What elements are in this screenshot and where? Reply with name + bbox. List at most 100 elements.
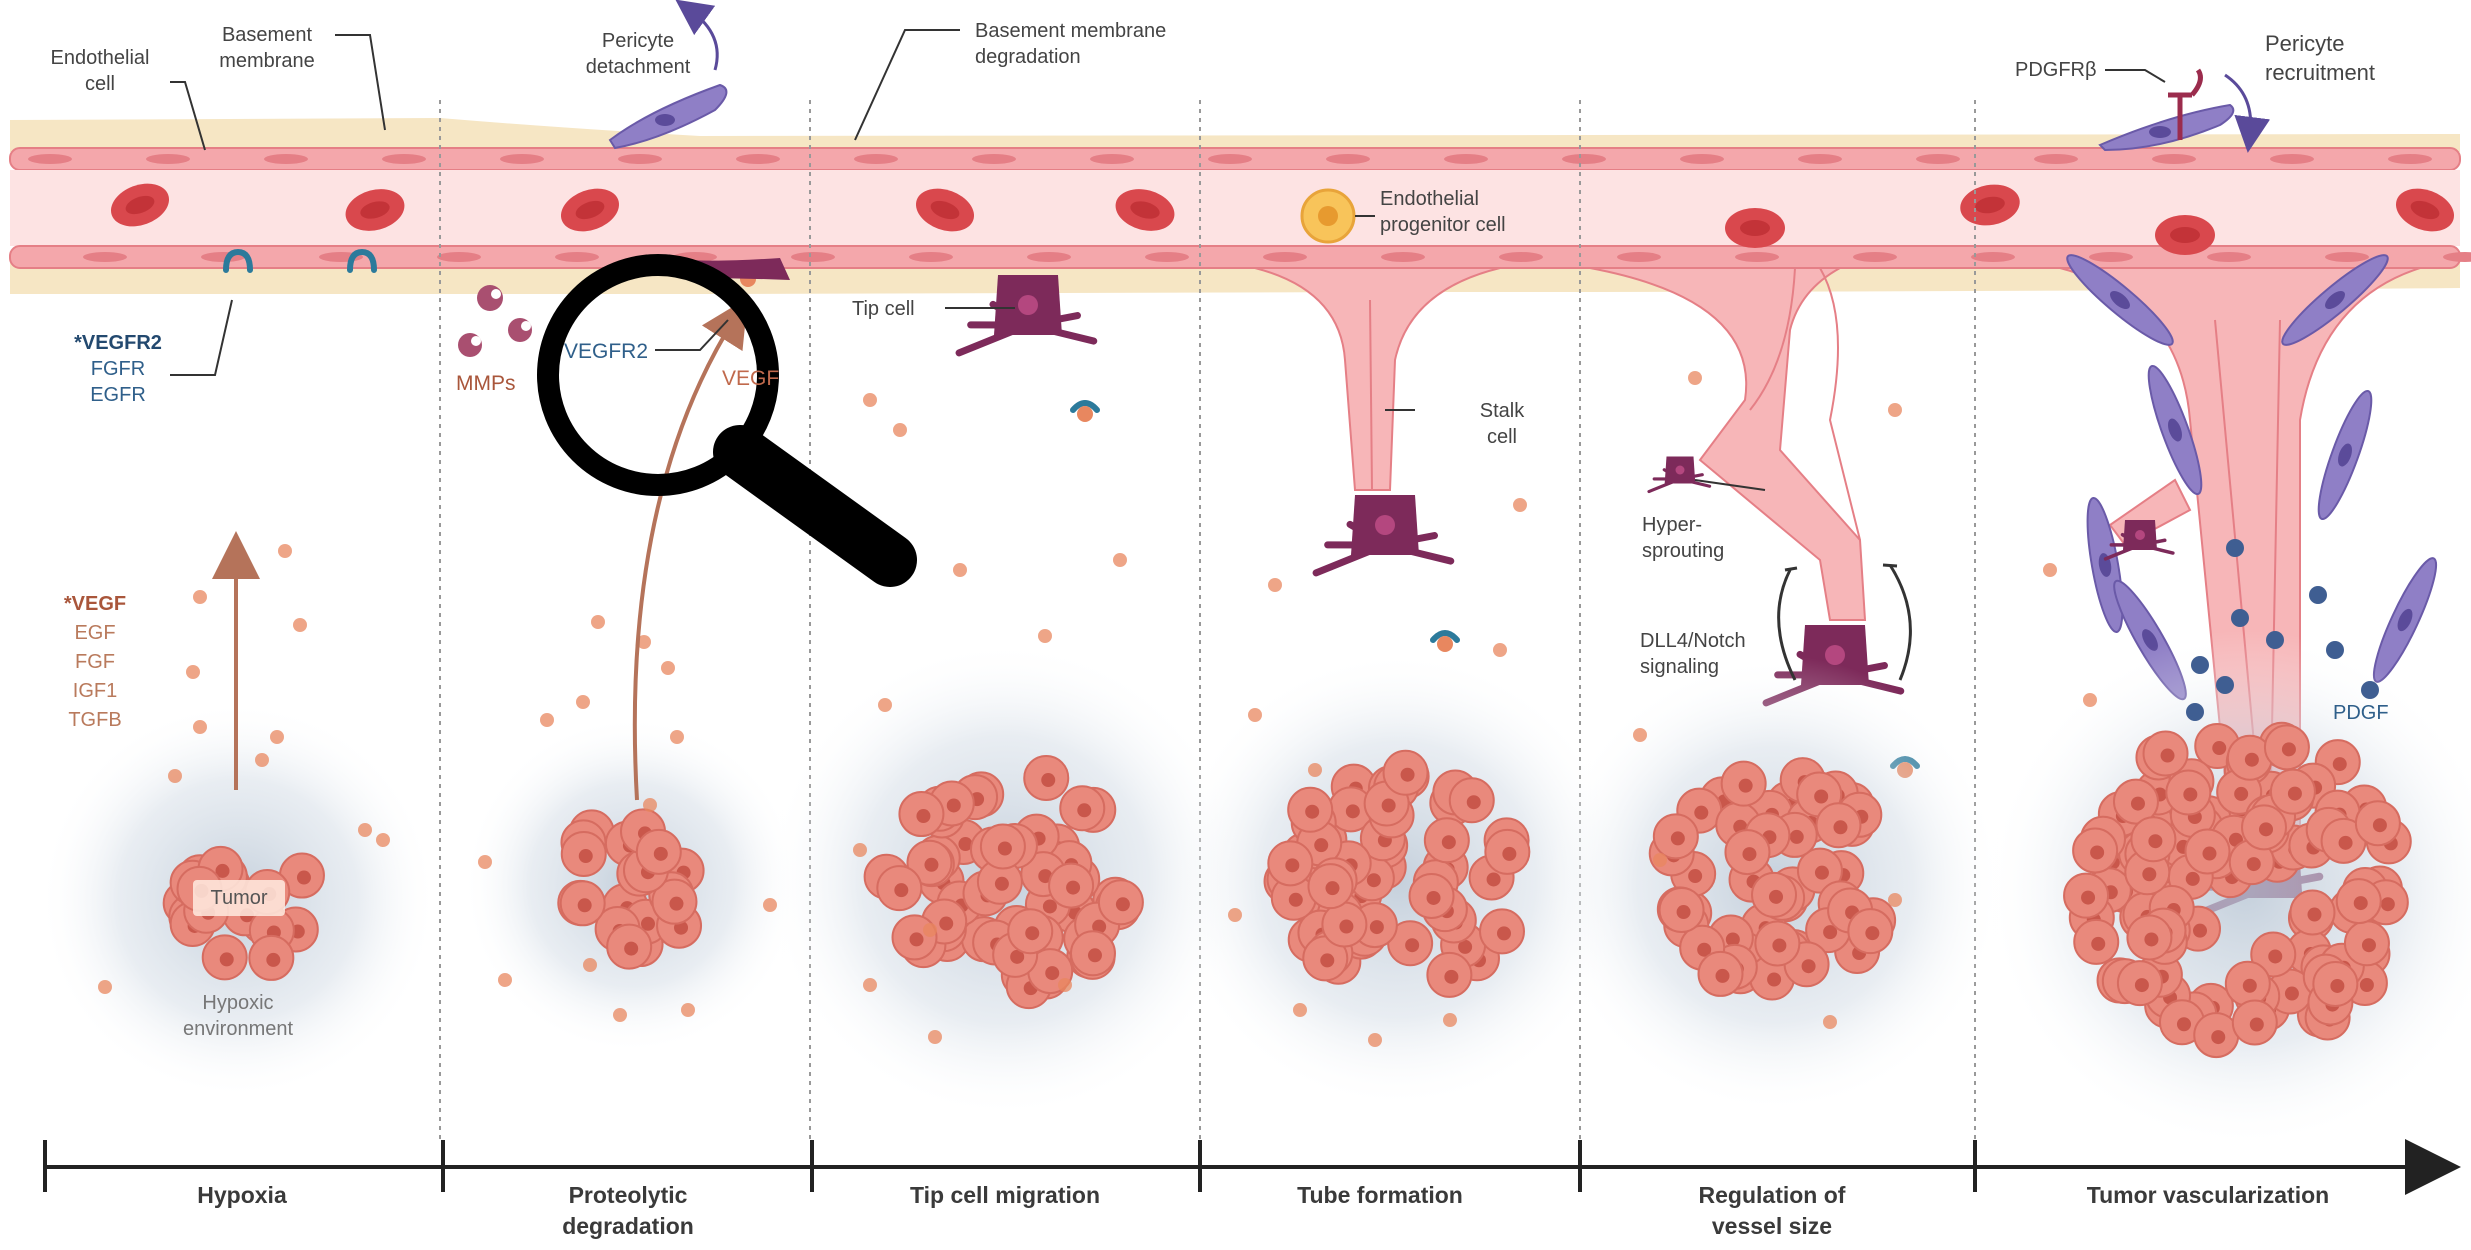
pdgf-dot (2216, 676, 2234, 694)
growth-factor-dot (376, 833, 390, 847)
growth-factor-dot (293, 618, 307, 632)
endothelial-nucleus (83, 252, 127, 262)
pericyte (2310, 387, 2381, 524)
endothelial-nucleus (618, 154, 662, 164)
label-hyper-sprouting: Hyper-sprouting (1642, 512, 1724, 564)
endothelial-nucleus (2270, 154, 2314, 164)
growth-factor-dot (1293, 1003, 1307, 1017)
growth-factor-dot (1113, 553, 1127, 567)
growth-factor-dot (643, 798, 657, 812)
tumor-mass (462, 715, 802, 1055)
label-dll4-notch: DLL4/Notchsignaling (1640, 628, 1746, 680)
growth-factor-dot (1653, 853, 1667, 867)
endothelial-nucleus (1381, 252, 1425, 262)
growth-factor-dot (1228, 908, 1242, 922)
endothelial-nucleus (1735, 252, 1779, 262)
growth-factor-dot (186, 665, 200, 679)
growth-factor-dot (498, 973, 512, 987)
endothelial-nucleus (555, 252, 599, 262)
growth-factor-dot (576, 695, 590, 709)
growth-factor-dot (1058, 978, 1072, 992)
pdgf-dot (2186, 703, 2204, 721)
label-tip-cell: Tip cell (852, 296, 915, 322)
endothelial-nucleus (972, 154, 1016, 164)
label-mmps: MMPs (456, 370, 516, 397)
endothelial-nucleus (1145, 252, 1189, 262)
growth-factor-dot (1633, 728, 1647, 742)
pdgf-dot (2191, 656, 2209, 674)
pdgf-dot (2309, 586, 2327, 604)
growth-factor-dot (1248, 708, 1262, 722)
growth-factor-dot (1888, 403, 1902, 417)
growth-factor-dot (953, 563, 967, 577)
pdgf-dot (2266, 631, 2284, 649)
label-pericyte-recruitment: Pericyterecruitment (2265, 30, 2375, 87)
growth-factor-dot (1268, 578, 1282, 592)
endothelial-nucleus (1027, 252, 1071, 262)
endothelial-nucleus (1680, 154, 1724, 164)
endothelial-nucleus (1916, 154, 1960, 164)
growth-factor-dot (763, 898, 777, 912)
growth-factor-dot (255, 753, 269, 767)
growth-factor-dot (863, 393, 877, 407)
growth-factor-dot (1513, 498, 1527, 512)
stage-label-hypoxia: Hypoxia (197, 1180, 286, 1211)
endothelial-nucleus (1617, 252, 1661, 262)
growth-factor-dot (193, 720, 207, 734)
sprout-tube-formation (1255, 268, 1500, 490)
magnifier-icon (548, 265, 890, 560)
endothelial-nucleus (2325, 252, 2369, 262)
red-blood-cell (2155, 215, 2215, 255)
endothelial-progenitor-cell (1302, 190, 1354, 242)
endothelial-nucleus (264, 154, 308, 164)
endothelial-nucleus (1798, 154, 1842, 164)
growth-factor-dot (278, 544, 292, 558)
stage-label-tube-formation: Tube formation (1297, 1180, 1463, 1211)
stage-label-tumor-vascularization: Tumor vascularization (2087, 1180, 2329, 1211)
growth-factor-dot (681, 1003, 695, 1017)
endothelial-nucleus (1853, 252, 1897, 262)
label-vegfr2: VEGFR2 (564, 338, 648, 365)
growth-factor-dot (478, 855, 492, 869)
label-growth-factors: *VEGF EGF FGF IGF1 TGFB (64, 590, 126, 735)
endothelial-nucleus (500, 154, 544, 164)
growth-factor-dot (1443, 1013, 1457, 1027)
growth-factor-dot (1823, 1015, 1837, 1029)
endothelial-nucleus (1326, 154, 1370, 164)
endothelial-nucleus (909, 252, 953, 262)
pericyte-detachment-arrow (690, 10, 717, 70)
label-vegf: VEGF (722, 365, 779, 392)
endothelial-nucleus (1263, 252, 1307, 262)
endothelial-nucleus (28, 154, 72, 164)
pdgf-dot (2231, 609, 2249, 627)
endothelial-nucleus (146, 154, 190, 164)
endothelial-nucleus (382, 154, 426, 164)
growth-factor-dot (1688, 371, 1702, 385)
growth-factor-dot (1038, 629, 1052, 643)
timeline-axis (45, 1140, 2445, 1192)
growth-factor-dot (1493, 643, 1507, 657)
pdgf-dot (2226, 539, 2244, 557)
label-pdgf: PDGF (2333, 700, 2389, 726)
label-pdgfrb: PDGFRβ (2015, 57, 2097, 83)
endothelial-nucleus (736, 154, 780, 164)
endothelial-nucleus (2034, 154, 2078, 164)
growth-factor-dot (923, 923, 937, 937)
growth-factor-dot (168, 769, 182, 783)
growth-factor-dot (878, 698, 892, 712)
red-blood-cell (1725, 208, 1785, 248)
growth-factor-dot (270, 730, 284, 744)
growth-factor-dot (853, 843, 867, 857)
label-basement-membrane: Basementmembrane (219, 22, 315, 74)
endothelial-nucleus (2089, 252, 2133, 262)
endothelial-nucleus (854, 154, 898, 164)
growth-factor-dot (358, 823, 372, 837)
growth-factor-dot (193, 590, 207, 604)
vegfr2-bound-icon (1073, 403, 1097, 422)
